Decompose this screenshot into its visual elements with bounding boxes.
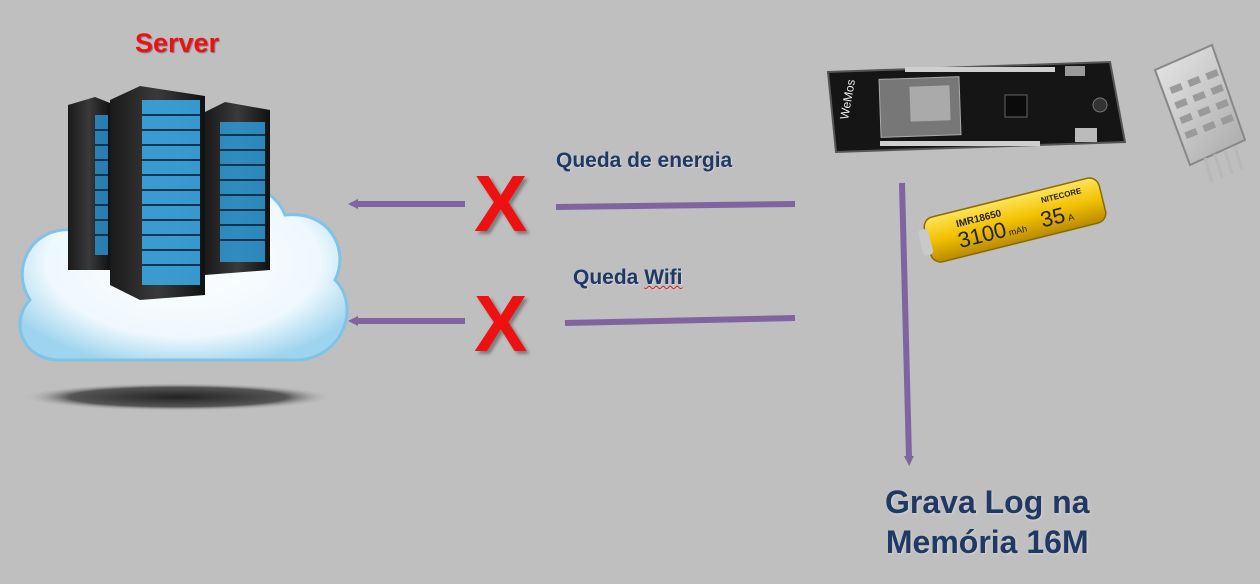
cloud-shadow <box>23 383 333 411</box>
log-line-2: Memória 16M <box>885 524 1089 560</box>
cloud-server-icon <box>18 86 349 411</box>
arrow-wifi-from-board <box>564 315 796 326</box>
link-label-wifi-outage: Queda Wifi <box>573 266 683 290</box>
battery-current-text: 35 <box>1038 202 1068 232</box>
temperature-sensor-icon <box>1153 43 1247 183</box>
log-storage-label: Grava Log na Memória 16M <box>885 482 1090 562</box>
battery-current-unit-text: A <box>1067 212 1075 223</box>
x-failure-icon-wifi: X <box>474 279 528 368</box>
board-brand-text: WeMos <box>837 78 858 120</box>
battery-icon: IMR18650 NITECORE 3100 mAh 35 A <box>918 177 1107 263</box>
link-label-power-outage: Queda de energia <box>556 149 733 172</box>
battery-capacity-unit-text: mAh <box>1008 224 1028 238</box>
link-label-wifi-word1: Queda <box>573 266 639 289</box>
x-failure-icon-energy: X <box>474 159 528 248</box>
server-rack-left <box>68 97 110 270</box>
link-label-wifi-word2: Wifi <box>644 266 683 289</box>
server-rack-center <box>95 86 265 300</box>
server-title: Server <box>135 28 220 58</box>
server-rack-right <box>205 102 270 275</box>
arrow-energy-from-board <box>555 201 796 210</box>
log-line-1: Grava Log na <box>885 484 1090 520</box>
arrow-board-to-log <box>899 182 914 466</box>
wemos-board-icon: WeMos <box>826 60 1127 154</box>
